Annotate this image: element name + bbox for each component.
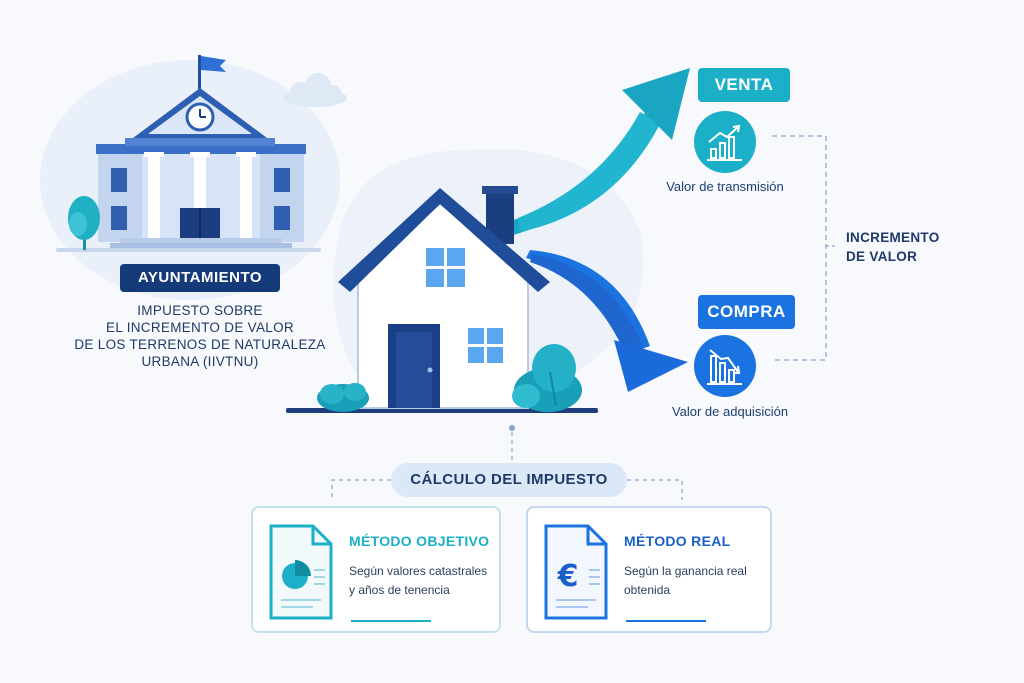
- venta-arrow: [506, 68, 690, 236]
- pie-document-icon: [269, 524, 333, 620]
- compra-badge: COMPRA: [698, 295, 795, 329]
- incremento-line: DE VALOR: [846, 249, 918, 264]
- chart-down-icon: [694, 335, 756, 397]
- chart-up-icon: [694, 111, 756, 173]
- description-line: URBANA (IIVTNU): [141, 354, 259, 369]
- incremento-bracket: [772, 135, 827, 361]
- ayuntamiento-badge: AYUNTAMIENTO: [120, 264, 280, 292]
- description-line: DE LOS TERRENOS DE NATURALEZA: [74, 337, 326, 352]
- metodo-real-underline: [626, 620, 706, 622]
- incremento-line: INCREMENTO: [846, 230, 940, 245]
- venta-caption: Valor de transmisión: [666, 179, 784, 194]
- metodo-objetivo-line: Según valores catastrales: [349, 564, 488, 578]
- ayuntamiento-description: IMPUESTO SOBRE EL INCREMENTO DE VALOR DE…: [60, 302, 340, 370]
- metodo-real-card: € MÉTODO REAL Según la ganancia real obt…: [526, 506, 772, 633]
- description-line: EL INCREMENTO DE VALOR: [106, 320, 294, 335]
- house-icon: [286, 186, 598, 413]
- calculo-connector: [331, 425, 683, 500]
- incremento-label: INCREMENTO DE VALOR: [846, 228, 940, 266]
- svg-text:€: €: [557, 559, 579, 594]
- compra-caption: Valor de adquisición: [671, 404, 789, 419]
- calculo-title: CÁLCULO DEL IMPUESTO: [391, 463, 627, 497]
- euro-document-icon: €: [544, 524, 608, 620]
- town-hall-icon: [56, 55, 321, 252]
- venta-badge: VENTA: [698, 68, 790, 102]
- compra-arrow: [526, 250, 688, 392]
- metodo-real-text: Según la ganancia real obtenida: [624, 562, 774, 600]
- metodo-objetivo-underline: [351, 620, 431, 622]
- metodo-objetivo-title: MÉTODO OBJETIVO: [349, 533, 490, 549]
- metodo-objetivo-text: Según valores catastrales y años de tene…: [349, 562, 499, 600]
- metodo-real-line: Según la ganancia real: [624, 564, 747, 578]
- metodo-objetivo-card: MÉTODO OBJETIVO Según valores catastrale…: [251, 506, 501, 633]
- description-line: IMPUESTO SOBRE: [137, 303, 263, 318]
- metodo-objetivo-line: y años de tenencia: [349, 583, 450, 597]
- metodo-real-line: obtenida: [624, 583, 671, 597]
- cloud-icon: [283, 73, 347, 107]
- metodo-real-title: MÉTODO REAL: [624, 533, 731, 549]
